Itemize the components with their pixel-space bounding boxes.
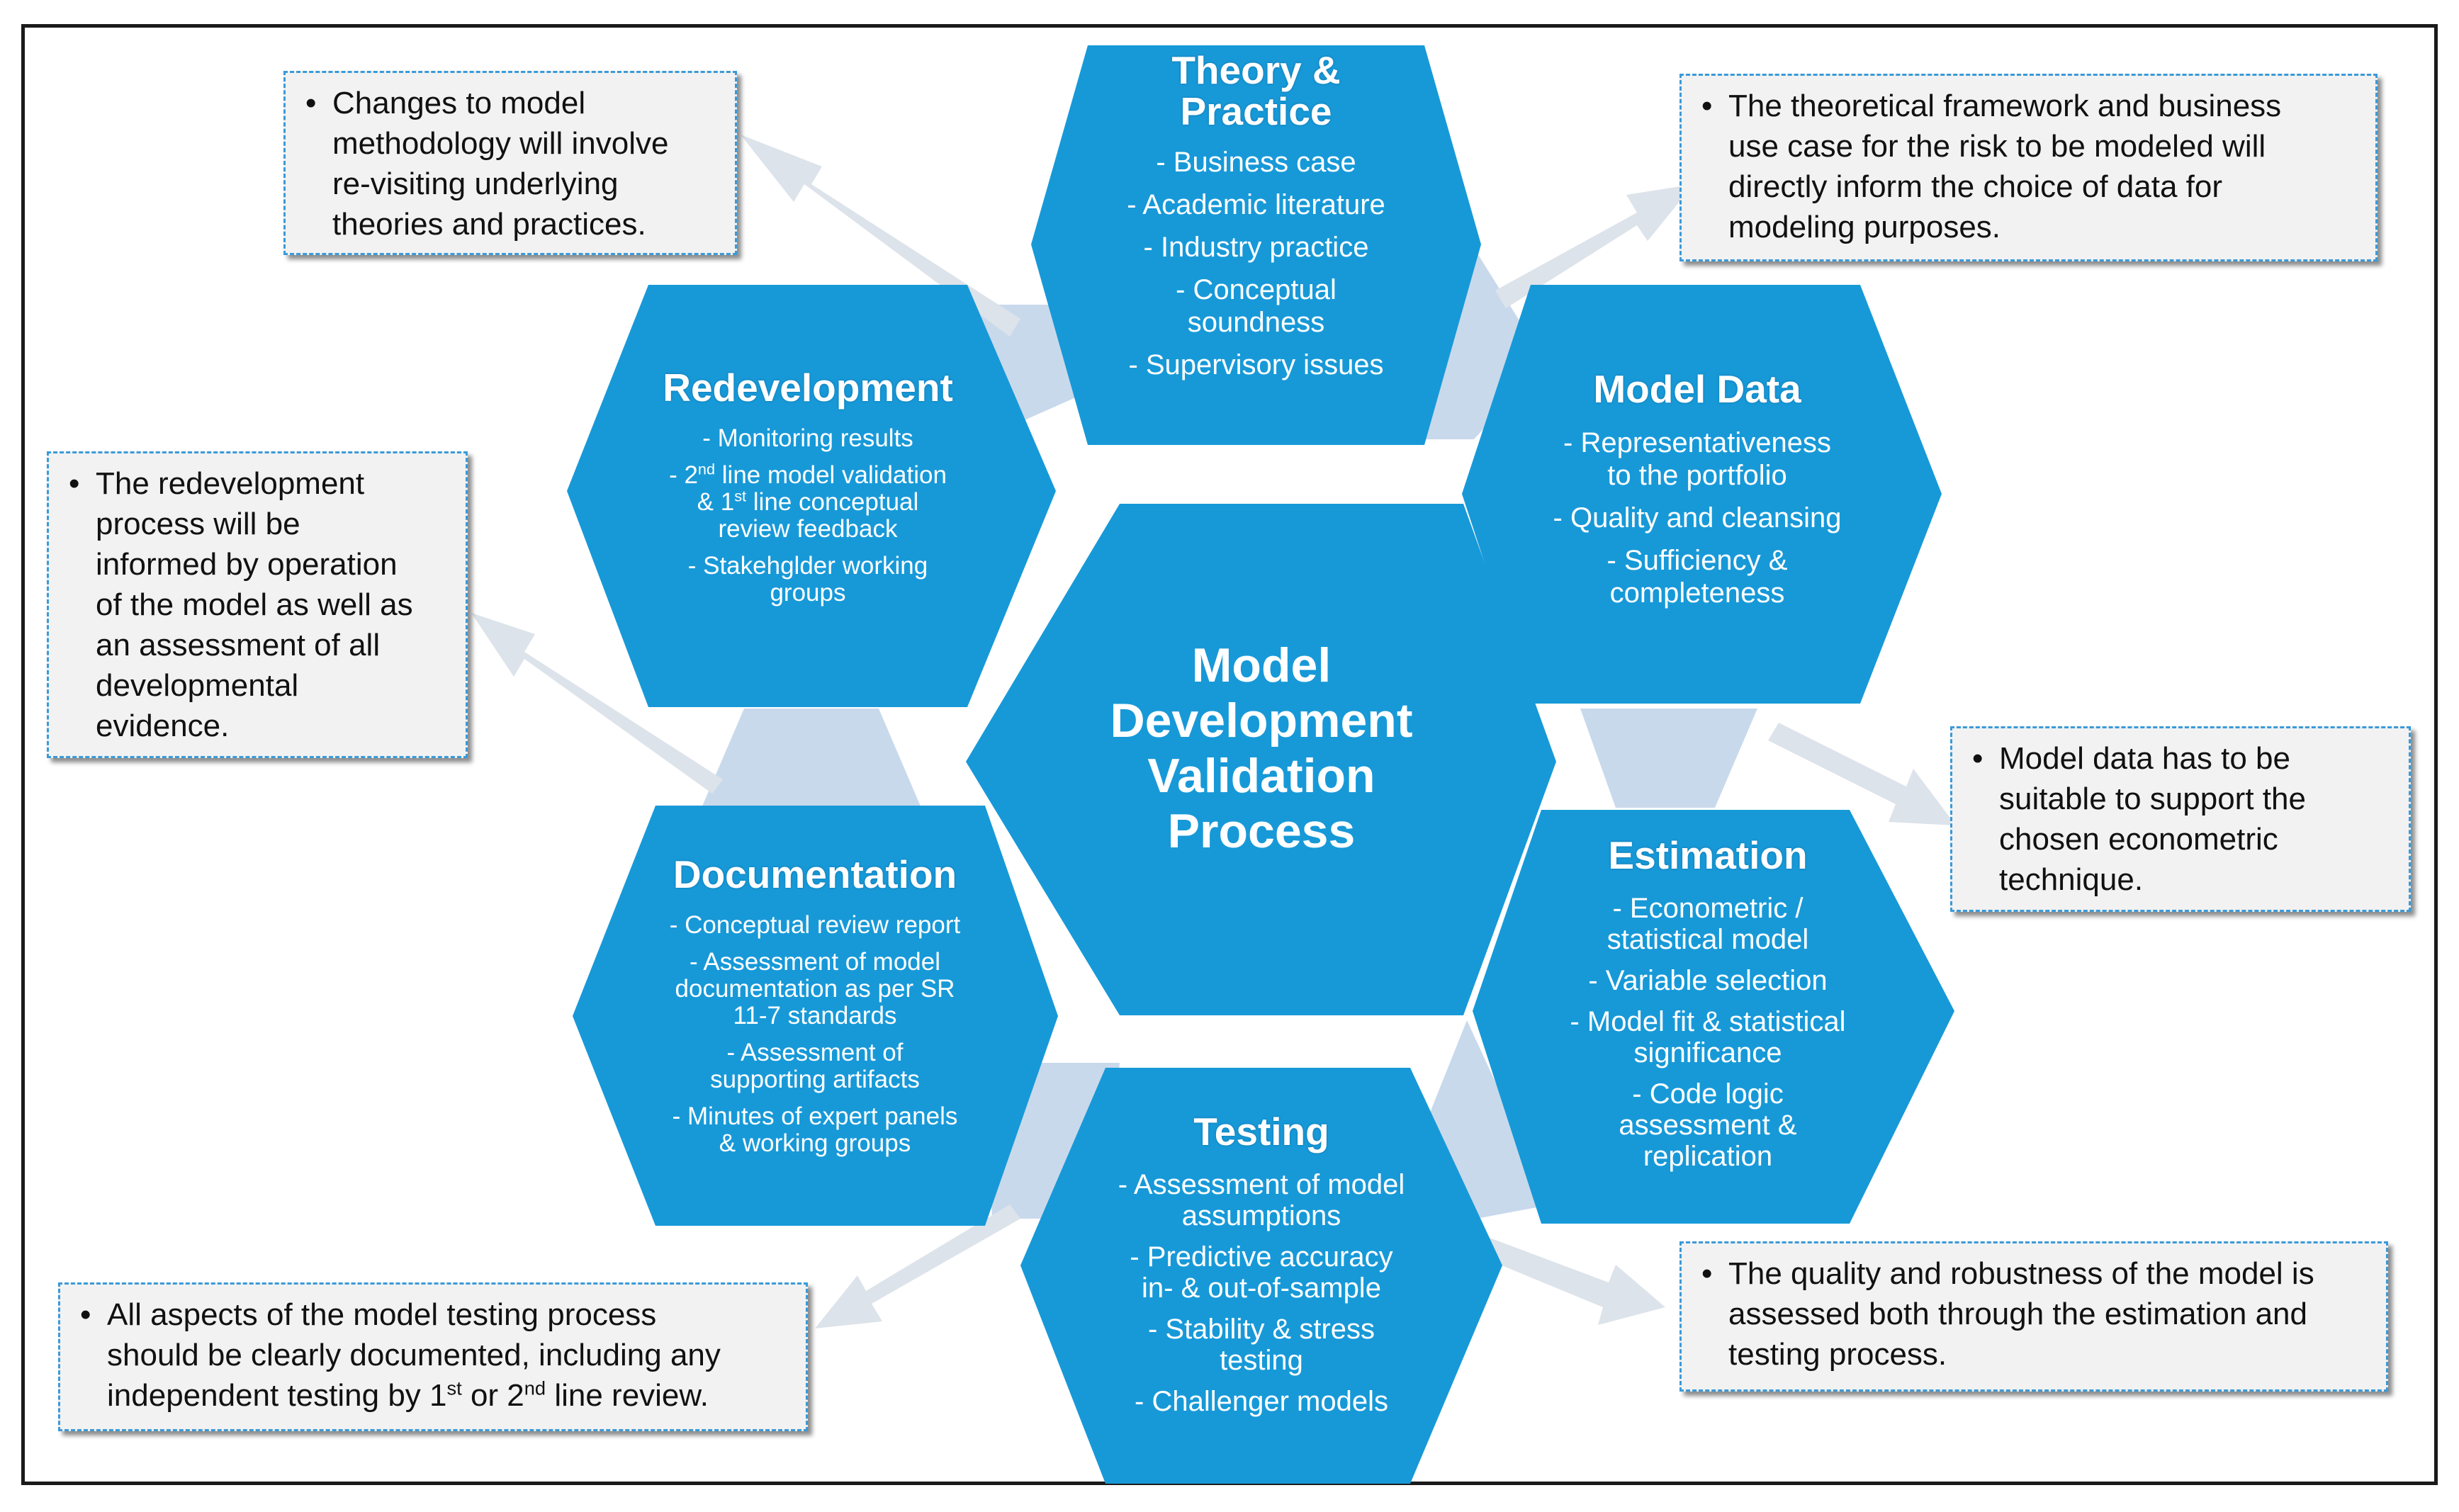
hex-documentation-title: Documentation [673, 852, 957, 896]
note-text: The quality and robustness of the model … [1728, 1256, 2314, 1372]
hexagons [567, 45, 1954, 1484]
arrow-to-mid-right-note [1768, 723, 1956, 825]
note-mid-right: • Model data has to be suitable to suppo… [1950, 726, 2411, 912]
hex-testing-item: - Stability & stress testing [1147, 1314, 1375, 1376]
center-text: Model Development Validation Process [1020, 638, 1502, 859]
note-text: The redevelopment process will be inform… [96, 466, 413, 743]
hex-documentation-text: Documentation - Conceptual review report… [609, 854, 1020, 1157]
arrow-to-mid-left-note [471, 613, 723, 794]
hex-model-data-item: - Representativeness to the portfolio [1563, 427, 1831, 491]
hex-documentation-items: - Conceptual review report - Assessment … [670, 902, 960, 1157]
hex-estimation-item: - Variable selection [1588, 965, 1828, 996]
center-line: Model [1191, 638, 1332, 692]
hex-model-data-item: - Quality and cleansing [1553, 502, 1842, 534]
hex-theory-title: Theory & Practice [1171, 50, 1340, 132]
hexagon-testing [1020, 1068, 1502, 1484]
text-segment: - 2 [669, 461, 698, 489]
hex-theory-items: - Business case - Academic literature - … [1127, 136, 1385, 381]
hex-theory-text: Theory & Practice - Business case - Acad… [1056, 50, 1456, 381]
hex-theory-title-line: Practice [1180, 89, 1332, 133]
hex-model-data-title: Model Data [1593, 367, 1801, 411]
bullet-icon: • [1701, 89, 1713, 123]
hex-documentation-item: - Assessment of supporting artifacts [710, 1039, 920, 1093]
note-line: independent testing by 1st or 2nd line r… [107, 1375, 792, 1416]
hex-testing-text: Testing - Assessment of model assumption… [1063, 1111, 1460, 1417]
note-mid-left: • The redevelopment process will be info… [47, 451, 468, 758]
hex-redevelopment-item: - Stakehglder working groups [687, 552, 928, 607]
hexagon-redevelopment [567, 285, 1056, 707]
center-line: Process [1167, 804, 1356, 858]
hexagon-model-data [1462, 285, 1942, 704]
arrow-to-top-right-note [1495, 184, 1694, 308]
hex-documentation-item: - Minutes of expert panels & working gro… [672, 1102, 958, 1157]
hex-documentation-item: - Conceptual review report [669, 911, 961, 939]
hex-theory-item: - Conceptual soundness [1176, 274, 1337, 338]
superscript: st [734, 487, 747, 505]
hexagon-theory-practice [1031, 45, 1481, 445]
hexagon-estimation [1473, 810, 1954, 1224]
hex-theory-item: - Academic literature [1127, 189, 1385, 220]
hex-estimation-title: Estimation [1608, 833, 1808, 877]
text-segment: line conceptual review feedback [718, 488, 919, 543]
note-line: All aspects of the model testing process [107, 1297, 657, 1332]
hex-redevelopment-title: Redevelopment [663, 366, 953, 410]
arrow-to-bottom-left-note [815, 1204, 1020, 1328]
hex-model-data-items: - Representativeness to the portfolio - … [1553, 417, 1842, 609]
superscript: nd [524, 1377, 546, 1399]
hex-estimation-item: - Econometric / statistical model [1606, 893, 1809, 955]
hex-model-data-text: Model Data - Representativeness to the p… [1509, 368, 1885, 609]
bullet-icon: • [1701, 1256, 1713, 1291]
connector-doc-redev [702, 709, 921, 808]
hex-estimation-item: - Code logic assessment & replication [1619, 1078, 1797, 1172]
note-text: The theoretical framework and business u… [1728, 89, 2282, 244]
hex-model-data-item: - Sufficiency & completeness [1606, 545, 1788, 609]
hex-testing-items: - Assessment of model assumptions - Pred… [1118, 1159, 1405, 1417]
note-top-right: • The theoretical framework and business… [1679, 74, 2378, 261]
hex-estimation-item: - Model fit & statistical significance [1570, 1006, 1846, 1068]
hex-redevelopment-text: Redevelopment - Monitoring results - 2nd… [609, 367, 1006, 607]
text-segment: or 2 [461, 1378, 524, 1413]
hex-estimation-text: Estimation - Econometric / statistical m… [1517, 835, 1899, 1172]
hexagon-documentation [573, 806, 1058, 1226]
hex-testing-item: - Challenger models [1135, 1386, 1388, 1417]
note-line: should be clearly documented, including … [107, 1338, 721, 1372]
text-segment: line review. [546, 1378, 709, 1413]
note-bottom-left: • All aspects of the model testing proce… [58, 1282, 808, 1431]
superscript: st [446, 1377, 462, 1399]
center-line: Development [1110, 694, 1413, 747]
note-text: All aspects of the model testing process… [107, 1294, 792, 1416]
hex-testing-item: - Predictive accuracy in- & out-of-sampl… [1130, 1241, 1393, 1304]
hex-theory-title-line: Theory & [1171, 48, 1341, 92]
text-segment: independent testing by 1 [107, 1378, 447, 1413]
center-line: Validation [1147, 749, 1375, 803]
hex-testing-item: - Assessment of model assumptions [1118, 1169, 1405, 1231]
bullet-icon: • [80, 1297, 91, 1332]
connector-data-estimation [1580, 709, 1757, 808]
hex-theory-item: - Industry practice [1143, 232, 1369, 263]
note-top-left: • Changes to model methodology will invo… [283, 71, 737, 255]
note-text: Changes to model methodology will involv… [332, 86, 669, 242]
hex-theory-item: - Supervisory issues [1128, 349, 1384, 380]
hex-redevelopment-item: - Monitoring results [702, 424, 913, 452]
hex-redevelopment-items: - Monitoring results - 2nd line model va… [669, 415, 947, 607]
superscript: nd [697, 460, 716, 478]
hex-theory-item: - Business case [1156, 147, 1356, 178]
hexagon-center [966, 504, 1556, 1015]
note-bottom-right: • The quality and robustness of the mode… [1679, 1241, 2388, 1392]
bullet-icon: • [69, 466, 80, 501]
note-text: Model data has to be suitable to support… [1999, 741, 2306, 897]
hex-documentation-item: - Assessment of model documentation as p… [675, 948, 955, 1029]
hex-testing-title: Testing [1193, 1110, 1329, 1153]
bullet-icon: • [305, 86, 317, 120]
hex-estimation-items: - Econometric / statistical model - Vari… [1570, 883, 1845, 1172]
hex-redevelopment-item: - 2nd line model validation & 1st line c… [669, 460, 947, 543]
bullet-icon: • [1972, 741, 1983, 776]
text-segment: line model validation & 1 [697, 461, 947, 516]
